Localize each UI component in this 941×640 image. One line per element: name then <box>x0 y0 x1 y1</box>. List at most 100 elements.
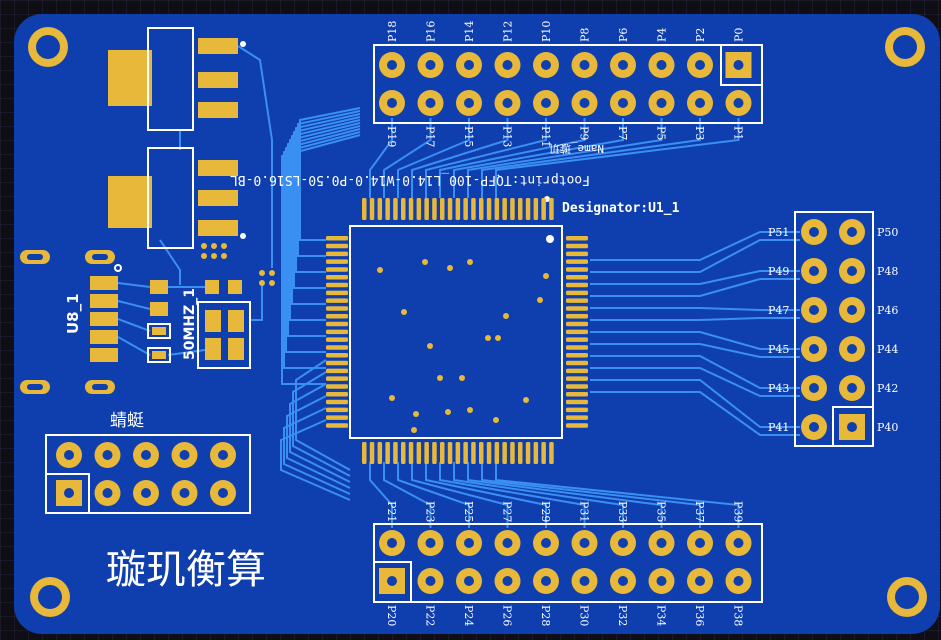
trace <box>299 107 361 241</box>
mcu-pin-bottom <box>424 442 429 464</box>
mcu-via <box>389 395 395 401</box>
header-bottom-pad-p34 <box>648 568 675 594</box>
trace <box>425 118 547 198</box>
header-right-pad-p51 <box>801 219 827 245</box>
trace <box>467 462 663 528</box>
header-bottom-pad-p20 <box>379 568 405 594</box>
trace <box>397 462 470 528</box>
trace <box>117 282 151 288</box>
mcu-pin-top <box>518 198 523 220</box>
header-right-label-p41: P41 <box>768 421 789 434</box>
trace <box>439 462 586 528</box>
header-bottom-label-p29: P29 <box>539 501 552 522</box>
mcu-pin-right <box>566 384 588 389</box>
mcu-pin-bottom <box>494 442 500 464</box>
header-bottom-label-p24: P24 <box>462 605 475 626</box>
mcu-pin-left <box>326 353 348 358</box>
mounting-hole-top-right <box>885 27 925 67</box>
header-bottom-pad-p24 <box>456 568 482 594</box>
mcu-pin-right <box>566 407 588 413</box>
mcu-pin-left <box>326 399 348 405</box>
mcu-via <box>401 309 407 315</box>
header-bottom-pad-p31 <box>571 530 598 556</box>
mcu-pin-left <box>326 384 348 389</box>
crystal-50mhz: 50MHZ_1 <box>182 280 251 369</box>
header-bottom-pad-p25 <box>456 530 482 556</box>
header-right-pad-p48 <box>839 258 865 284</box>
header-right-pad-p44 <box>839 336 865 362</box>
trace <box>590 317 800 321</box>
header-bottom-label-p39: P39 <box>732 501 745 522</box>
header-top-pad-p1 <box>725 90 752 116</box>
mcu-pin-bottom <box>440 442 445 464</box>
header-right-label-p44: P44 <box>877 343 898 356</box>
header-right-label-p46: P46 <box>877 304 898 317</box>
dragonfly-pad-top-5 <box>210 442 236 468</box>
dragonfly-label: 蜻蜓 <box>110 411 144 431</box>
header-bottom-pad-p21 <box>379 530 405 556</box>
header-bottom-pad-p35 <box>648 530 675 556</box>
mcu-pin-bottom <box>401 442 406 464</box>
mcu-pin-right <box>566 353 588 358</box>
header-top-label-p9: P9 <box>578 126 591 140</box>
trace <box>590 307 800 311</box>
trace <box>425 462 547 528</box>
header-bottom-label-p28: P28 <box>539 605 552 626</box>
trace <box>439 118 586 198</box>
trace <box>285 128 361 353</box>
header-bottom-pad-p30 <box>571 568 598 594</box>
mcu-pin-right <box>566 290 588 296</box>
header-top-label-p4: P4 <box>656 28 669 42</box>
header-top-pad-p16 <box>417 52 444 78</box>
header-top-label-p13: P13 <box>501 126 514 147</box>
mcu-pin-bottom <box>502 442 507 464</box>
header-right-label-p47: P47 <box>768 304 789 317</box>
trace <box>293 116 361 289</box>
name-label: Name_璇玑 <box>549 142 604 155</box>
trace <box>297 110 361 257</box>
dragonfly-pad-top-4 <box>171 442 198 468</box>
crystal-label: 50MHZ_1 <box>182 288 198 360</box>
mcu-pin-top <box>533 198 539 220</box>
mcu-pin-top <box>424 198 429 220</box>
header-right-label-p48: P48 <box>877 265 898 278</box>
header-top-pad-p5 <box>648 90 675 116</box>
header-top-pad-p3 <box>687 90 713 116</box>
mcu-pin-right <box>566 251 588 257</box>
mcu-pin-right <box>566 298 588 303</box>
mcu-pin-right <box>566 423 588 428</box>
mcu-pin-bottom <box>393 442 398 464</box>
mcu-pin-top <box>494 198 500 220</box>
mcu-pin-top <box>440 198 445 220</box>
mcu-pin-right <box>566 243 588 249</box>
header-top-pad-p15 <box>456 90 482 116</box>
mcu-pin-bottom <box>525 442 531 464</box>
dragonfly-pad-top-2 <box>94 442 121 468</box>
trace <box>289 383 351 483</box>
footprint-label: Footprint:TQFP-100_L14.0-W14.0-P0.50-LS1… <box>230 172 590 187</box>
mcu-pin-bottom <box>486 442 492 464</box>
header-bottom-pad-p27 <box>494 530 521 556</box>
trace <box>397 118 470 198</box>
trace <box>383 118 432 198</box>
mcu-via <box>537 297 543 303</box>
header-top-pad-p12 <box>494 52 521 78</box>
mcu-pin-top <box>486 198 492 220</box>
mcu-pin-left <box>326 275 348 280</box>
header-top-label-p19: P19 <box>385 126 398 147</box>
header-right-pad-p49 <box>801 258 827 284</box>
header-right-pad-p47 <box>801 297 827 323</box>
header-top-pad-p17 <box>417 90 444 116</box>
mcu-pin-top <box>502 198 507 220</box>
mcu-via <box>413 411 419 417</box>
mcu-via <box>437 375 443 381</box>
mcu-tqfp100 <box>326 196 588 464</box>
header-top-pad-p6 <box>610 52 636 78</box>
u8-label: U8_1 <box>64 293 82 334</box>
mcu-pin-right <box>566 345 588 350</box>
regulator-bottom <box>108 147 246 249</box>
mcu-pin-top <box>479 198 484 220</box>
regulator-top <box>108 27 246 131</box>
